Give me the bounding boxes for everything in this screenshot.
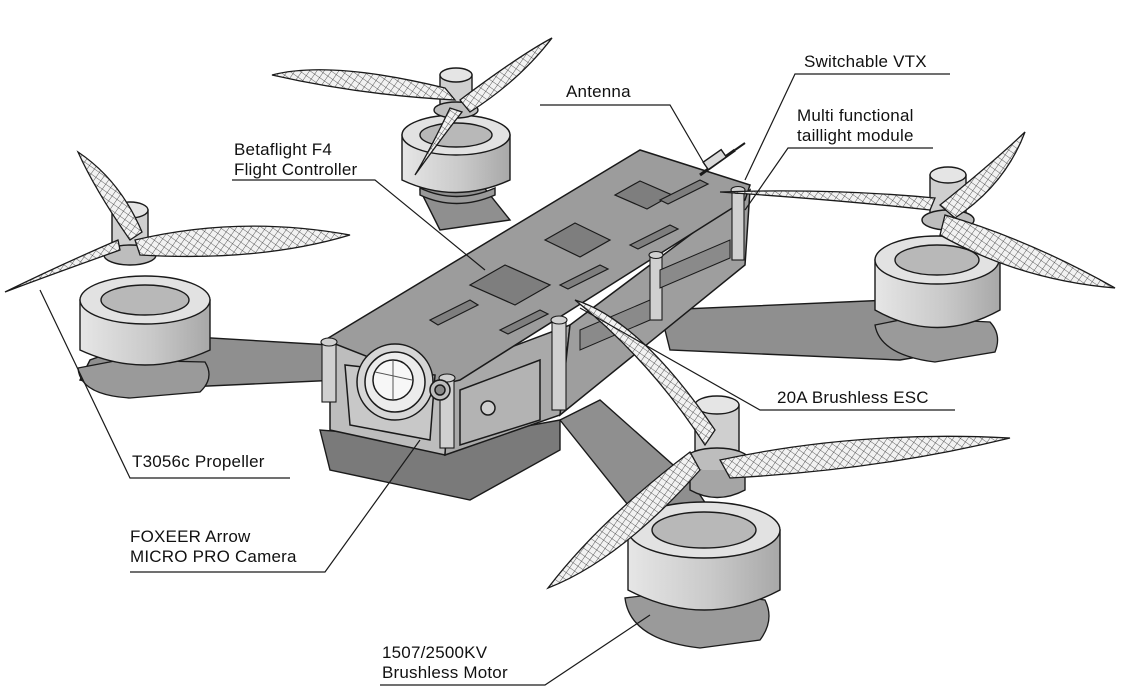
antenna xyxy=(699,142,746,177)
label-camera-line-2: MICRO PRO Camera xyxy=(130,547,297,566)
leader-lines xyxy=(39,73,955,686)
label-esc-line-1: 20A Brushless ESC xyxy=(777,388,929,407)
label-propeller: T3056c Propeller xyxy=(132,452,265,472)
label-propeller-line-1: T3056c Propeller xyxy=(132,452,265,471)
propellers xyxy=(4,37,1116,590)
label-taillight-line-2: taillight module xyxy=(797,126,914,145)
motor-mounts xyxy=(77,317,999,649)
label-taillight-module: Multi functional taillight module xyxy=(797,106,914,146)
label-flight-controller: Betaflight F4 Flight Controller xyxy=(234,140,357,180)
label-motor-line-1: 1507/2500KV xyxy=(382,643,488,662)
label-antenna-line-1: Antenna xyxy=(566,82,631,101)
label-switchable-vtx-line-1: Switchable VTX xyxy=(804,52,927,71)
label-switchable-vtx: Switchable VTX xyxy=(804,52,927,72)
motor-front xyxy=(627,395,781,611)
label-brushless-esc: 20A Brushless ESC xyxy=(777,388,929,408)
label-motor-line-2: Brushless Motor xyxy=(382,663,508,682)
motor-left xyxy=(79,201,211,366)
label-brushless-motor: 1507/2500KV Brushless Motor xyxy=(382,643,508,683)
camera xyxy=(344,343,451,441)
label-flight-controller-line-2: Flight Controller xyxy=(234,160,358,179)
label-camera-line-1: FOXEER Arrow xyxy=(130,527,251,546)
label-flight-controller-line-1: Betaflight F4 xyxy=(234,140,333,159)
label-camera: FOXEER Arrow MICRO PRO Camera xyxy=(130,527,297,567)
label-taillight-line-1: Multi functional xyxy=(797,106,914,125)
label-antenna: Antenna xyxy=(566,82,631,102)
